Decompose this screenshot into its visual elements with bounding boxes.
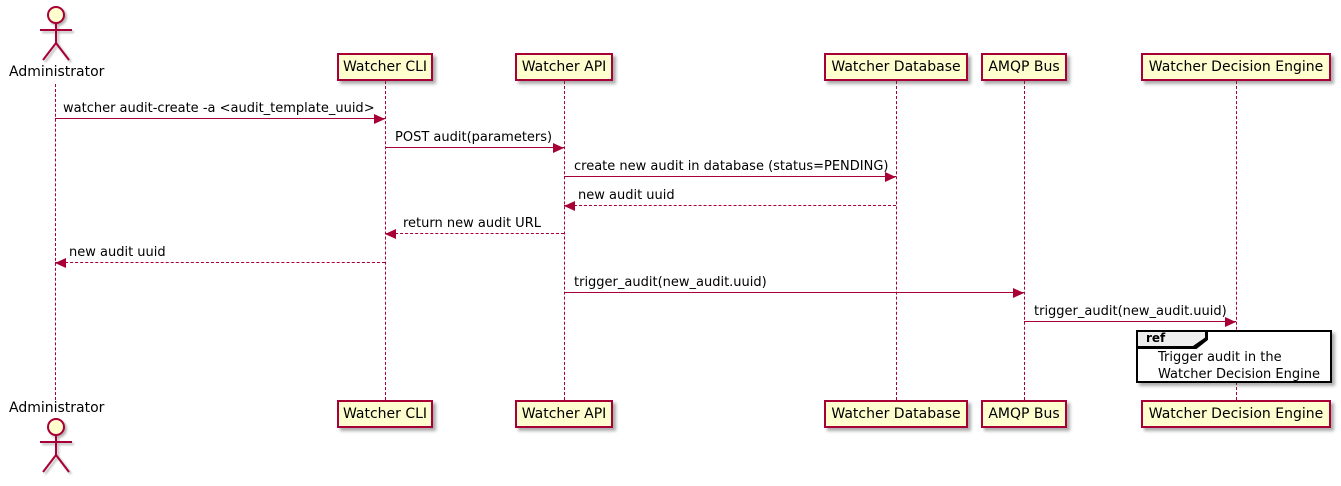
arrowhead-right-icon — [553, 143, 564, 153]
message-label: new audit uuid — [578, 188, 675, 203]
participant-watcher-database-top: Watcher Database — [824, 53, 968, 81]
actor-administrator-label: Administrator — [9, 64, 105, 80]
message-label: create new audit in database (status=PEN… — [574, 159, 889, 174]
lifeline-watcher-api — [564, 81, 565, 400]
participant-label: Watcher Decision Engine — [1148, 59, 1324, 75]
participant-amqp-bus-bottom: AMQP Bus — [981, 400, 1067, 428]
message-line — [564, 176, 896, 177]
message-label: new audit uuid — [69, 245, 166, 260]
participant-label: Watcher Database — [831, 59, 961, 75]
arrowhead-right-icon — [374, 114, 385, 124]
arrowhead-left-icon — [55, 258, 66, 268]
participant-watcher-api-top: Watcher API — [515, 53, 613, 81]
participant-amqp-bus-top: AMQP Bus — [981, 53, 1067, 81]
participant-watcher-api-bottom: Watcher API — [515, 400, 613, 428]
participant-watcher-cli-bottom: Watcher CLI — [337, 400, 433, 428]
participant-label: Watcher API — [521, 406, 607, 422]
message-label: return new audit URL — [403, 216, 541, 231]
participant-label: AMQP Bus — [988, 406, 1060, 422]
participant-label: AMQP Bus — [988, 59, 1060, 75]
message-line — [385, 233, 564, 234]
lifeline-watcher-cli — [385, 81, 386, 400]
message-line — [564, 205, 896, 206]
message-label: trigger_audit(new_audit.uuid) — [574, 275, 767, 290]
ref-tab: ref — [1136, 330, 1208, 349]
message-label: trigger_audit(new_audit.uuid) — [1034, 304, 1227, 319]
actor-administrator-icon — [40, 6, 72, 61]
lifeline-administrator — [55, 84, 56, 400]
participant-label: Watcher API — [521, 59, 607, 75]
ref-text-line2: Watcher Decision Engine — [1158, 367, 1320, 382]
message-line — [55, 262, 385, 263]
participant-label: Watcher Decision Engine — [1148, 406, 1324, 422]
participant-label: Watcher CLI — [342, 406, 428, 422]
participant-watcher-cli-top: Watcher CLI — [337, 53, 433, 81]
participant-watcher-decision-engine-bottom: Watcher Decision Engine — [1141, 400, 1331, 428]
message-line — [385, 147, 564, 148]
message-label: watcher audit-create -a <audit_template_… — [63, 101, 375, 116]
message-label: POST audit(parameters) — [395, 130, 553, 145]
ref-fragment: ref Trigger audit in the Watcher Decisio… — [1136, 330, 1332, 383]
arrowhead-left-icon — [385, 229, 396, 239]
participant-watcher-database-bottom: Watcher Database — [824, 400, 968, 428]
arrowhead-right-icon — [885, 172, 896, 182]
arrowhead-right-icon — [1225, 317, 1236, 327]
message-line — [55, 118, 385, 119]
actor-administrator-label: Administrator — [9, 400, 105, 416]
participant-label: Watcher Database — [831, 406, 961, 422]
message-line — [564, 292, 1024, 293]
lifeline-amqp-bus — [1024, 81, 1025, 400]
arrowhead-right-icon — [1013, 288, 1024, 298]
participant-label: Watcher CLI — [342, 59, 428, 75]
lifeline-watcher-database — [896, 81, 897, 400]
arrowhead-left-icon — [564, 201, 575, 211]
ref-tab-label: ref — [1138, 332, 1205, 346]
lifeline-watcher-decision-engine — [1236, 81, 1237, 400]
actor-administrator-icon — [40, 418, 72, 473]
ref-fragment-text: Trigger audit in the Watcher Decision En… — [1158, 349, 1320, 383]
message-line — [1024, 321, 1236, 322]
ref-text-line1: Trigger audit in the — [1158, 350, 1282, 365]
participant-watcher-decision-engine-top: Watcher Decision Engine — [1141, 53, 1331, 81]
